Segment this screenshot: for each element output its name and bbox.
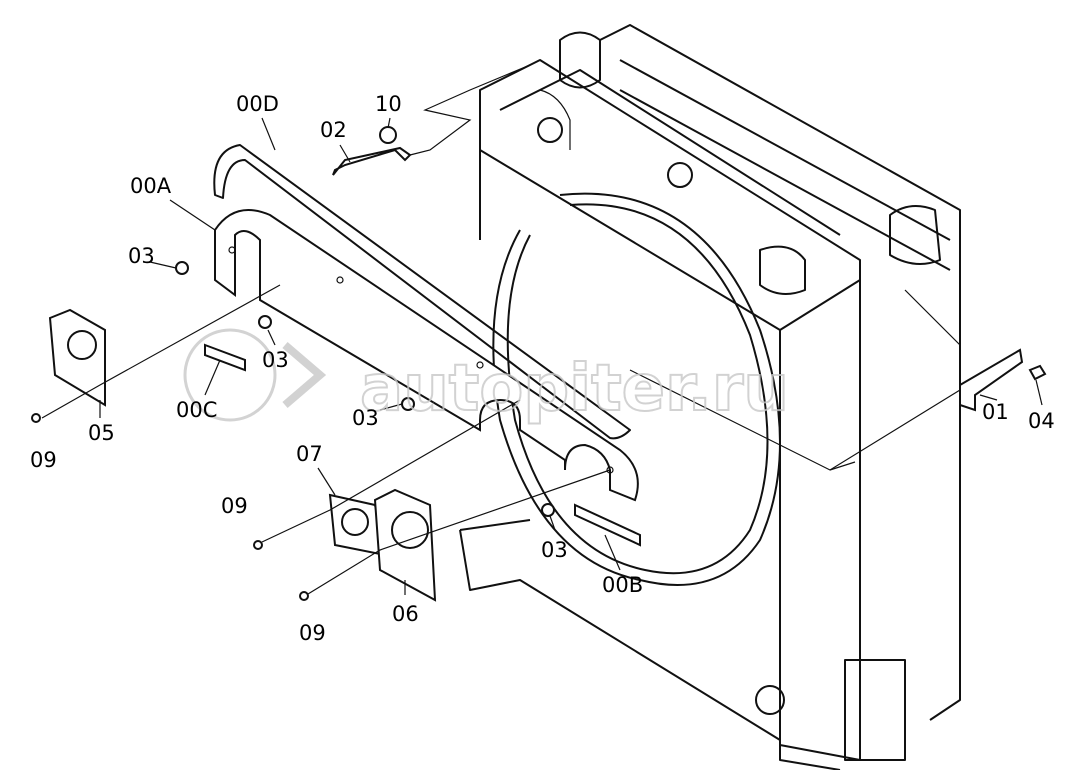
bolts-03 bbox=[175, 261, 555, 517]
part-labels: 00D 10 02 00A 03 03 00C 05 09 03 07 09 0… bbox=[30, 92, 1055, 645]
svg-text:autopiter.ru: autopiter.ru bbox=[360, 352, 789, 426]
part-06-plate bbox=[373, 488, 437, 602]
label-00B: 00B bbox=[602, 573, 643, 597]
label-09: 09 bbox=[30, 448, 57, 472]
part-01-bracket bbox=[959, 348, 1024, 412]
label-09: 09 bbox=[299, 621, 326, 645]
label-01: 01 bbox=[982, 400, 1009, 424]
radiator-core bbox=[559, 24, 961, 761]
label-00D: 00D bbox=[236, 92, 279, 116]
part-00C-strip bbox=[204, 343, 246, 372]
label-03: 03 bbox=[128, 244, 155, 268]
label-05: 05 bbox=[88, 421, 115, 445]
watermark-logo: autopiter.ru bbox=[183, 328, 790, 427]
label-00A: 00A bbox=[130, 174, 172, 198]
label-00C: 00C bbox=[176, 398, 217, 422]
label-03: 03 bbox=[262, 348, 289, 372]
label-10: 10 bbox=[375, 92, 402, 116]
label-07: 07 bbox=[296, 442, 323, 466]
screws-09 bbox=[31, 413, 309, 601]
part-00B-strip bbox=[574, 503, 641, 547]
label-04: 04 bbox=[1028, 409, 1055, 433]
part-00D-seal bbox=[213, 144, 631, 440]
label-03: 03 bbox=[352, 406, 379, 430]
part-10-nut bbox=[379, 126, 397, 144]
part-05-plate bbox=[48, 308, 106, 407]
leader-lines bbox=[41, 117, 1043, 595]
label-03: 03 bbox=[541, 538, 568, 562]
shroud-frame bbox=[459, 59, 861, 770]
label-06: 06 bbox=[392, 602, 419, 626]
label-02: 02 bbox=[320, 118, 347, 142]
part-00A-shroud bbox=[214, 209, 639, 502]
label-09: 09 bbox=[221, 494, 248, 518]
part-04-bolt bbox=[1028, 364, 1047, 381]
